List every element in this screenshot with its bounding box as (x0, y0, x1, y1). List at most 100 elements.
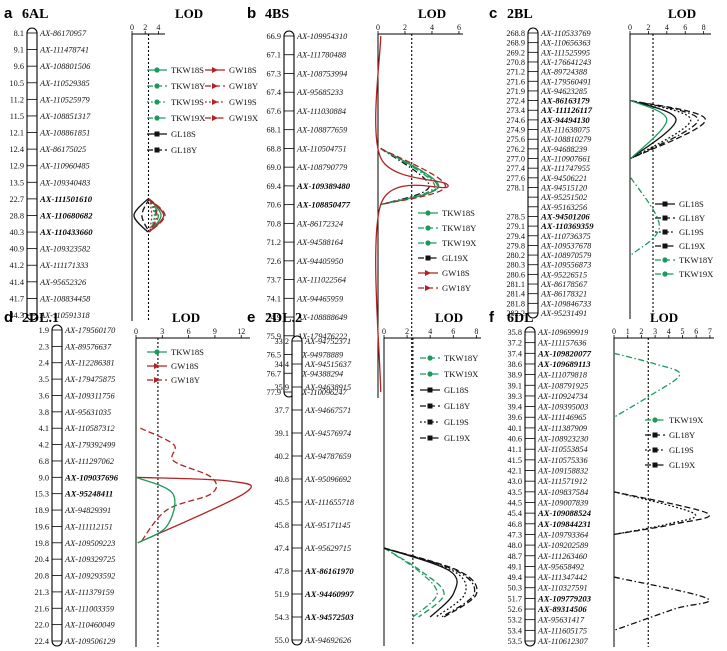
marker-position: 22.4 (34, 637, 49, 646)
legend-item: GL18Y (420, 401, 470, 411)
legend-arrow-icon (212, 83, 218, 89)
marker-name: AX-109689113 (537, 359, 591, 369)
marker-position: 4.1 (39, 424, 49, 433)
lod-axis-title: LOD (650, 310, 678, 325)
marker-name: AX-108861851 (39, 129, 90, 138)
marker-position: 67.4 (266, 88, 281, 97)
marker-position: 50.3 (507, 584, 522, 593)
legend-label: GL18S (444, 385, 469, 395)
marker-position: 51.7 (507, 594, 522, 603)
marker-position: 268.8 (506, 29, 525, 38)
marker-name: AX-109202589 (537, 541, 589, 550)
legend-label: GL18Y (669, 430, 695, 440)
lod-axis-title: LOD (172, 310, 200, 325)
marker-position: 53.2 (507, 616, 522, 625)
legend-label: GL18Y (679, 213, 705, 223)
marker-name: AX-108923230 (537, 435, 589, 444)
marker-name: AX-111780488 (296, 51, 347, 60)
marker-position: 8.1 (14, 29, 24, 38)
marker-position: 9.1 (14, 46, 24, 55)
marker-name: AX-94405950 (296, 257, 344, 266)
marker-position: 40.8 (274, 475, 289, 484)
legend-label: GW18Y (442, 283, 471, 293)
marker-position: 280.6 (506, 270, 525, 279)
lod-curve-gl18s (383, 547, 458, 618)
marker-position: 279.8 (506, 241, 525, 250)
marker-position: 281.8 (506, 299, 525, 308)
x-tick-label: 1 (626, 327, 630, 336)
marker-name: AX-95163256 (540, 203, 588, 212)
legend-label: GW18S (171, 361, 199, 371)
marker-position: 49.4 (507, 573, 522, 582)
marker-name: AX-110096247 (296, 388, 347, 397)
legend-circle-icon (154, 349, 160, 355)
marker-name: AX-111655718 (304, 498, 355, 507)
marker-name: AX-95171145 (304, 521, 350, 530)
marker-name: AX-109837584 (537, 488, 588, 497)
marker-position: 22.0 (34, 621, 49, 630)
legend-item: TKW18Y (418, 223, 476, 233)
lod-curve-gw18s (135, 476, 252, 544)
legend-arrow-icon (154, 377, 160, 383)
legend-label: TKW19X (444, 369, 479, 379)
legend-square-icon (425, 255, 431, 261)
lod-curve-gw19s (148, 198, 153, 233)
marker-name: AX-111638075 (540, 126, 590, 135)
lod-curve-gl18y (383, 547, 478, 618)
lod-curve-gw18y (148, 198, 166, 233)
marker-position: 68.1 (266, 126, 281, 135)
marker-name: AX-95652326 (39, 278, 87, 287)
marker-position: 276.2 (506, 145, 525, 154)
marker-position: 271.9 (506, 87, 525, 96)
legend-label: GL19X (444, 433, 471, 443)
x-tick-label: 6 (694, 327, 698, 336)
marker-position: 279.1 (506, 222, 525, 231)
marker-position: 281.1 (506, 280, 525, 289)
marker-position: 4.2 (39, 441, 49, 450)
legend-item: GW18S (205, 65, 257, 75)
marker-name: AX-86170957 (39, 29, 87, 38)
x-tick-label: 4 (428, 327, 432, 336)
x-tick-label: 4 (667, 327, 671, 336)
marker-name: AX-86178567 (540, 280, 588, 289)
marker-name: AX-111022564 (296, 276, 346, 285)
marker-position: 12.9 (9, 162, 24, 171)
marker-position: 277.6 (506, 174, 525, 183)
legend-item: TKW18S (147, 347, 204, 357)
marker-name: AX-111112151 (64, 522, 113, 531)
marker-position: 45.4 (507, 509, 522, 518)
legend-label: GL18Y (444, 401, 470, 411)
marker-position: 269.2 (506, 48, 525, 57)
marker-name: AX-109793364 (537, 530, 588, 539)
legend-item: GL19X (645, 460, 696, 470)
x-tick-label: 0 (612, 327, 616, 336)
marker-position: 20.8 (34, 572, 49, 581)
marker-name: AX-111146965 (537, 413, 586, 422)
marker-position: 37.7 (274, 406, 289, 415)
marker-position: 77.9 (266, 388, 281, 397)
marker-name: AX-109844231 (537, 519, 591, 529)
marker-position: 45.5 (274, 498, 289, 507)
legend-circle-icon (154, 99, 160, 105)
legend-square-icon (652, 462, 658, 468)
marker-position: 35.8 (507, 328, 522, 337)
legend-label: TKW18Y (679, 255, 713, 265)
x-tick-label: 5 (680, 327, 684, 336)
legend-item: TKW19X (418, 238, 477, 248)
legend-circle-icon (425, 225, 431, 231)
marker-position: 54.3 (274, 613, 289, 622)
marker-name: AX-110327591 (537, 584, 588, 593)
marker-position: 273.4 (506, 106, 526, 115)
x-tick-label: 4 (665, 23, 669, 32)
marker-name: AX-109311756 (64, 391, 115, 400)
marker-name: AX-109293592 (64, 572, 115, 581)
marker-name: AX-95096692 (304, 475, 351, 484)
x-tick-label: 2 (405, 327, 409, 336)
lod-curve-gl19x (383, 547, 476, 618)
marker-position: 41.4 (9, 278, 24, 287)
marker-position: 11.2 (10, 95, 24, 104)
marker-name: AX-109506129 (64, 637, 116, 646)
marker-position: 271.2 (506, 68, 525, 77)
